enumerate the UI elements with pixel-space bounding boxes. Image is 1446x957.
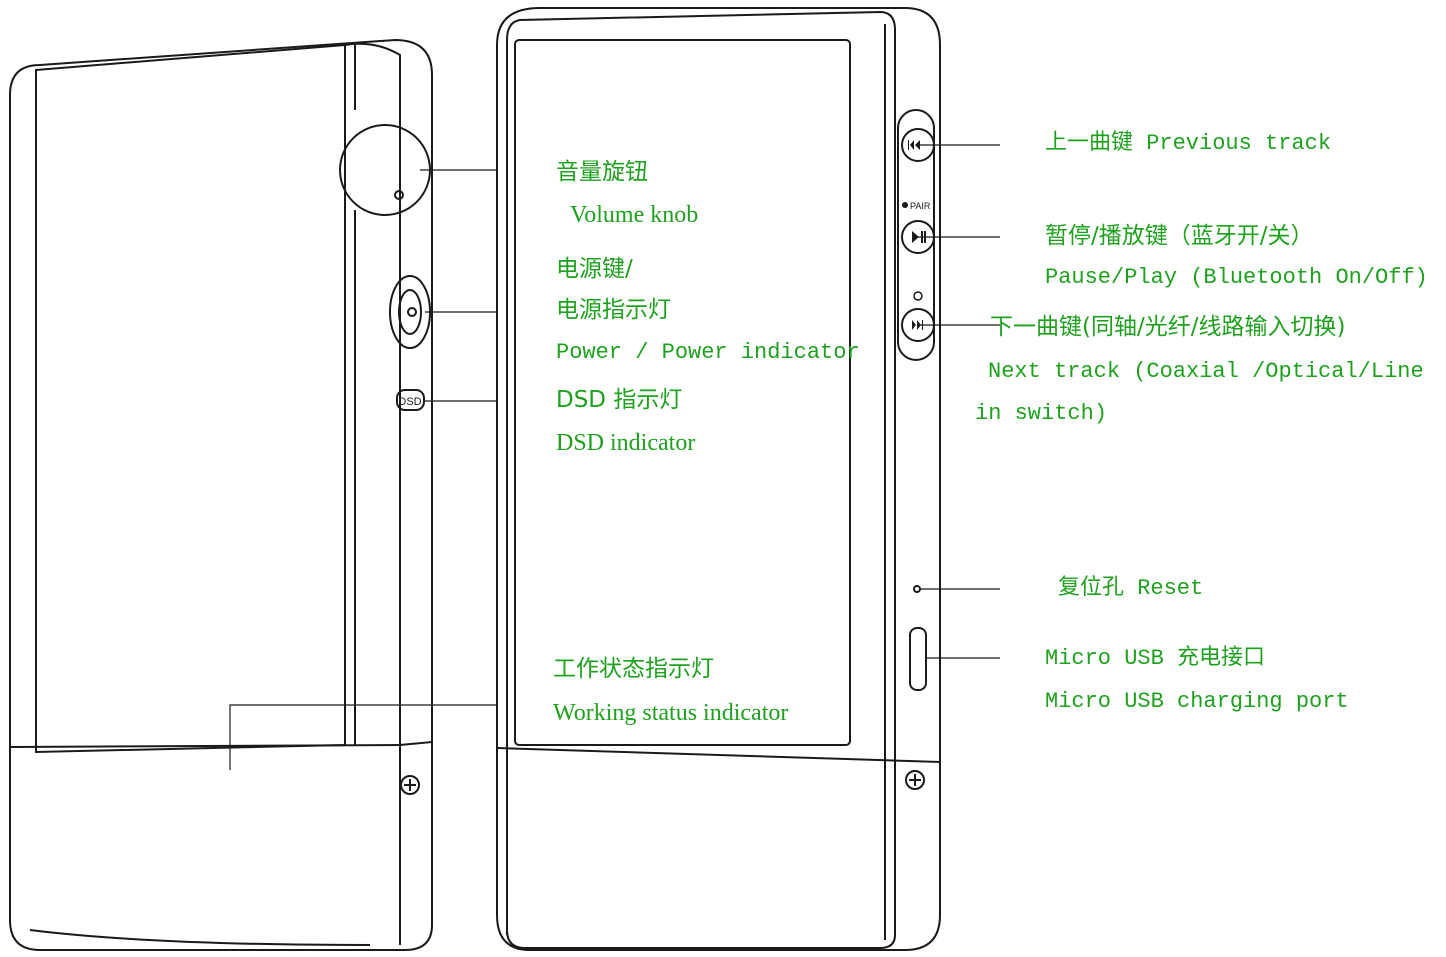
pause-play-label-en: Pause/Play (Bluetooth On/Off) xyxy=(1045,265,1428,290)
volume-knob-drawing xyxy=(339,124,431,216)
left-device xyxy=(9,38,433,951)
power-label-zh-1: 电源键/ xyxy=(556,256,633,282)
left-device-bottom-seam xyxy=(9,744,401,748)
bluetooth-icon xyxy=(902,202,908,208)
power-label-en: Power / Power indicator xyxy=(556,340,860,365)
reset-hole-drawing xyxy=(913,585,921,593)
power-mark-icon xyxy=(913,291,923,301)
right-device-body xyxy=(496,7,941,951)
pause-play-label-zh: 暂停/播放键（蓝牙开/关） xyxy=(1045,223,1314,249)
left-screw-icon xyxy=(400,775,420,795)
right-device xyxy=(496,7,941,951)
dsd-label-en: DSD indicator xyxy=(556,430,696,456)
left-device-back-panel xyxy=(35,43,346,754)
power-button-drawing xyxy=(389,275,431,349)
next-track-label-zh: 下一曲键(同轴/光纤/线路输入切换) xyxy=(990,314,1346,340)
usb-port-drawing xyxy=(909,627,927,691)
left-device-side-edge xyxy=(344,42,401,945)
next-track-label-en-1: Next track (Coaxial /Optical/Line xyxy=(988,359,1424,384)
reset-label: 复位孔 Reset xyxy=(1058,576,1204,601)
left-device-body xyxy=(9,38,433,951)
volume-label-en: Volume knob xyxy=(570,202,699,228)
dsd-button-drawing xyxy=(396,389,425,411)
right-screw-icon xyxy=(905,770,925,790)
volume-label-zh: 音量旋钮 xyxy=(556,159,648,185)
right-device-screen xyxy=(514,39,851,746)
pair-mark: PAIR xyxy=(910,201,931,211)
status-label-en: Working status indicator xyxy=(553,700,789,726)
usb-label-zh: Micro USB 充电接口 xyxy=(1045,646,1266,671)
next-track-icon xyxy=(912,320,923,330)
next-track-label-en-2: in switch) xyxy=(975,401,1108,426)
right-device-bottom-seam xyxy=(496,747,941,763)
usb-label-en: Micro USB charging port xyxy=(1045,689,1349,714)
previous-track-icon xyxy=(908,140,920,150)
dsd-label-zh: DSD 指示灯 xyxy=(556,387,683,413)
left-device-bottom-lip xyxy=(29,929,371,946)
dsd-button-mark: DSD xyxy=(398,396,421,408)
power-label-zh-2: 电源指示灯 xyxy=(556,297,671,323)
status-label-zh: 工作状态指示灯 xyxy=(553,656,714,682)
leader-status xyxy=(229,704,497,770)
previous-track-label: 上一曲键 Previous track xyxy=(1045,131,1332,156)
